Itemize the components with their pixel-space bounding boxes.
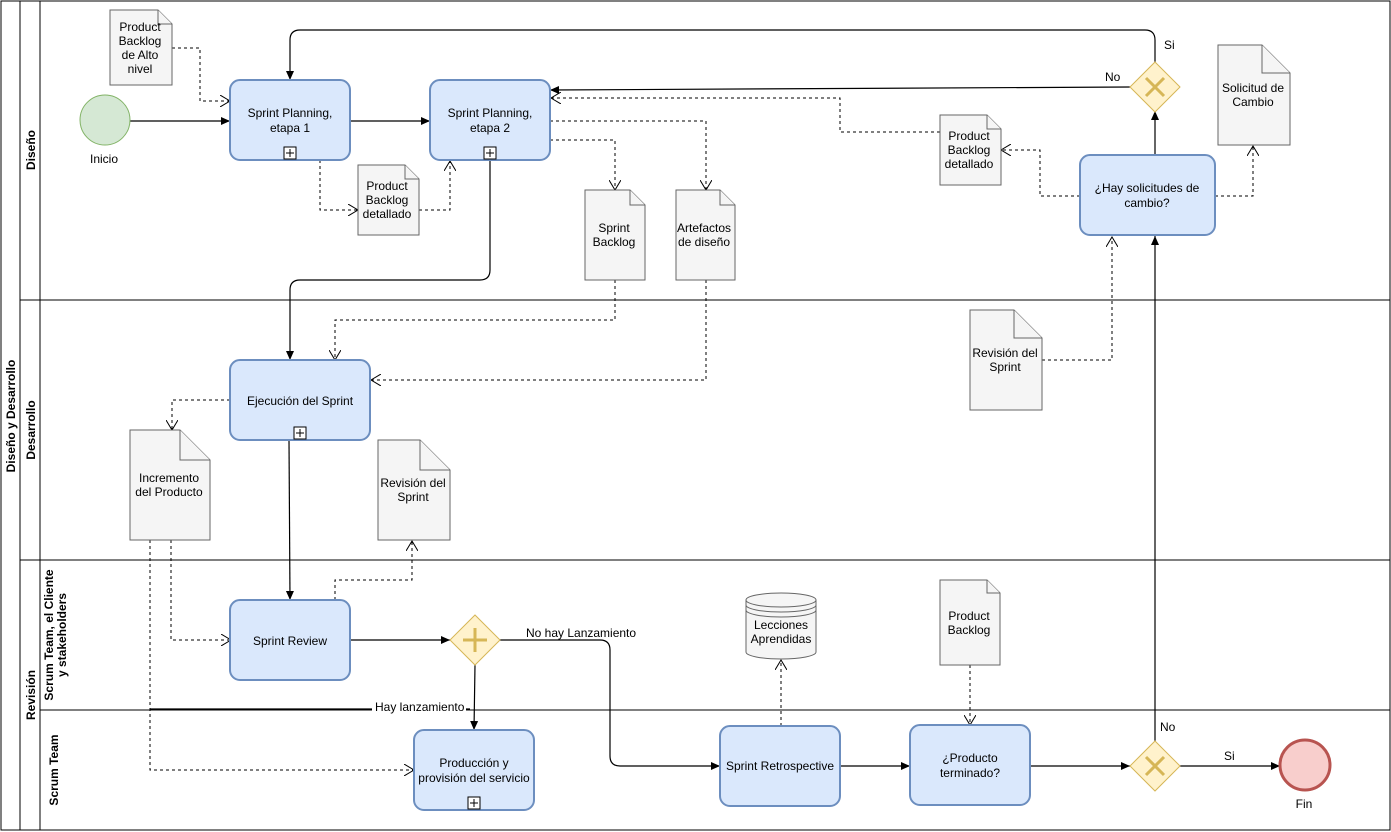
task-ejecucion-sprint[interactable]: Ejecución del Sprint xyxy=(229,359,371,441)
gateway-parallel[interactable] xyxy=(449,614,501,666)
doc-label-line: Product xyxy=(948,609,990,623)
doc-revision-sprint-1[interactable]: Revisión del Sprint xyxy=(969,309,1043,411)
task-label-line: etapa 2 xyxy=(470,121,510,135)
label-no-bottom: No xyxy=(1160,720,1176,734)
task-label-line: Sprint Planning, xyxy=(448,106,533,120)
doc-label-line: Sprint xyxy=(397,490,429,504)
gateway-exclusive-top[interactable] xyxy=(1129,61,1181,113)
doc-label-line: Sprint xyxy=(598,221,630,235)
doc-label-line: Cambio xyxy=(1232,95,1274,109)
lane-cliente-label-1: Scrum Team, el Cliente xyxy=(42,569,56,700)
doc-label-line: detallado xyxy=(945,157,994,171)
label-hay-lanzamiento: Hay lanzamiento xyxy=(375,700,465,714)
doc-sprint-backlog[interactable]: Sprint Backlog xyxy=(584,189,646,281)
task-produccion[interactable]: Producción y provisión del servicio xyxy=(413,729,535,811)
doc-label-line: de Alto xyxy=(122,48,159,62)
lane-scrum-team-label: Scrum Team xyxy=(47,734,61,805)
task-producto-terminado[interactable]: ¿Producto terminado? xyxy=(909,724,1031,806)
lane-revision-label: Revisión xyxy=(24,670,38,720)
doc-label-line: Backlog xyxy=(948,143,991,157)
flow-labels: Si No No hay Lanzamiento Hay lanzamiento… xyxy=(372,38,1235,763)
datastore-label-line: Aprendidas xyxy=(751,632,812,646)
gateway-exclusive-bottom[interactable] xyxy=(1129,740,1181,792)
task-label-line: Sprint Planning, xyxy=(248,106,333,120)
doc-label-line: Revisión del xyxy=(972,346,1037,360)
doc-label-line: Product xyxy=(366,179,408,193)
parallel-plus-icon xyxy=(463,628,487,652)
doc-incremento-producto[interactable]: Incremento del Producto xyxy=(129,429,211,541)
end-event[interactable]: Fin xyxy=(1278,738,1332,811)
doc-label-line: detallado xyxy=(363,207,412,221)
doc-label-line: Backlog xyxy=(119,34,162,48)
end-event-label: Fin xyxy=(1296,797,1313,811)
task-label-line: provisión del servicio xyxy=(418,771,530,785)
label-no-top: No xyxy=(1105,70,1121,84)
doc-product-backlog[interactable]: Product Backlog xyxy=(939,579,1001,666)
doc-product-backlog-detallado-2[interactable]: Product Backlog detallado xyxy=(939,114,1002,186)
doc-label-line: Sprint xyxy=(989,360,1021,374)
task-sprint-review[interactable]: Sprint Review xyxy=(229,599,351,681)
sequence-flows xyxy=(130,29,1280,770)
datastore-lecciones-aprendidas[interactable]: Lecciones Aprendidas xyxy=(745,592,817,660)
lane-desarrollo-label: Desarrollo xyxy=(24,400,38,459)
doc-revision-sprint-2[interactable]: Revisión del Sprint xyxy=(377,439,451,541)
task-sprint-planning-1[interactable]: Sprint Planning, etapa 1 xyxy=(229,79,351,161)
start-event[interactable]: Inicio xyxy=(79,94,131,166)
doc-label-line: Product xyxy=(119,20,161,34)
task-label-line: cambio? xyxy=(1124,196,1170,210)
task-label-line: Producción y xyxy=(439,756,508,770)
doc-product-backlog-detallado-1[interactable]: Product Backlog detallado xyxy=(357,164,420,236)
label-no-hay-lanzamiento: No hay Lanzamiento xyxy=(526,626,636,640)
task-label-line: ¿Producto xyxy=(942,751,998,765)
task-sprint-retrospective[interactable]: Sprint Retrospective xyxy=(719,725,841,807)
task-label-line: Sprint Retrospective xyxy=(726,759,834,773)
doc-product-backlog-alto-nivel[interactable]: Product Backlog de Alto nivel xyxy=(109,9,173,86)
exclusive-x-icon xyxy=(1144,755,1166,777)
doc-label-line: Product xyxy=(948,129,990,143)
doc-label-line: Backlog xyxy=(366,193,409,207)
doc-label-line: nivel xyxy=(128,62,153,76)
doc-label-line: Backlog xyxy=(593,235,636,249)
task-hay-solicitudes[interactable]: ¿Hay solicitudes de cambio? xyxy=(1079,154,1216,236)
label-si-top: Si xyxy=(1164,38,1175,52)
doc-label-line: Artefactos xyxy=(677,221,731,235)
task-label-line: Sprint Review xyxy=(253,634,327,648)
datastore-label-line: Lecciones xyxy=(754,618,808,632)
doc-label-line: Revisión del xyxy=(380,476,445,490)
task-label-line: etapa 1 xyxy=(270,121,310,135)
associations xyxy=(149,47,1253,770)
doc-solicitud-cambio[interactable]: Solicitud de Cambio xyxy=(1217,44,1291,146)
task-label-line: ¿Hay solicitudes de xyxy=(1095,181,1200,195)
task-label-line: Ejecución del Sprint xyxy=(247,394,354,408)
task-label-line: terminado? xyxy=(940,766,1000,780)
start-event-label: Inicio xyxy=(90,152,118,166)
pool-label: Diseño y Desarrollo xyxy=(4,360,18,473)
doc-artefactos-diseno[interactable]: Artefactos de diseño xyxy=(675,189,736,281)
doc-label-line: Incremento xyxy=(139,471,199,485)
label-si-bottom: Si xyxy=(1224,749,1235,763)
exclusive-x-icon xyxy=(1144,76,1166,98)
lane-diseno-label: Diseño xyxy=(24,130,38,170)
doc-label-line: Backlog xyxy=(948,623,991,637)
doc-label-line: de diseño xyxy=(678,235,730,249)
doc-label-line: del Producto xyxy=(135,485,203,499)
doc-label-line: Solicitud de xyxy=(1222,81,1284,95)
task-sprint-planning-2[interactable]: Sprint Planning, etapa 2 xyxy=(429,79,551,161)
lane-cliente-label-2: y stakeholders xyxy=(55,593,69,677)
